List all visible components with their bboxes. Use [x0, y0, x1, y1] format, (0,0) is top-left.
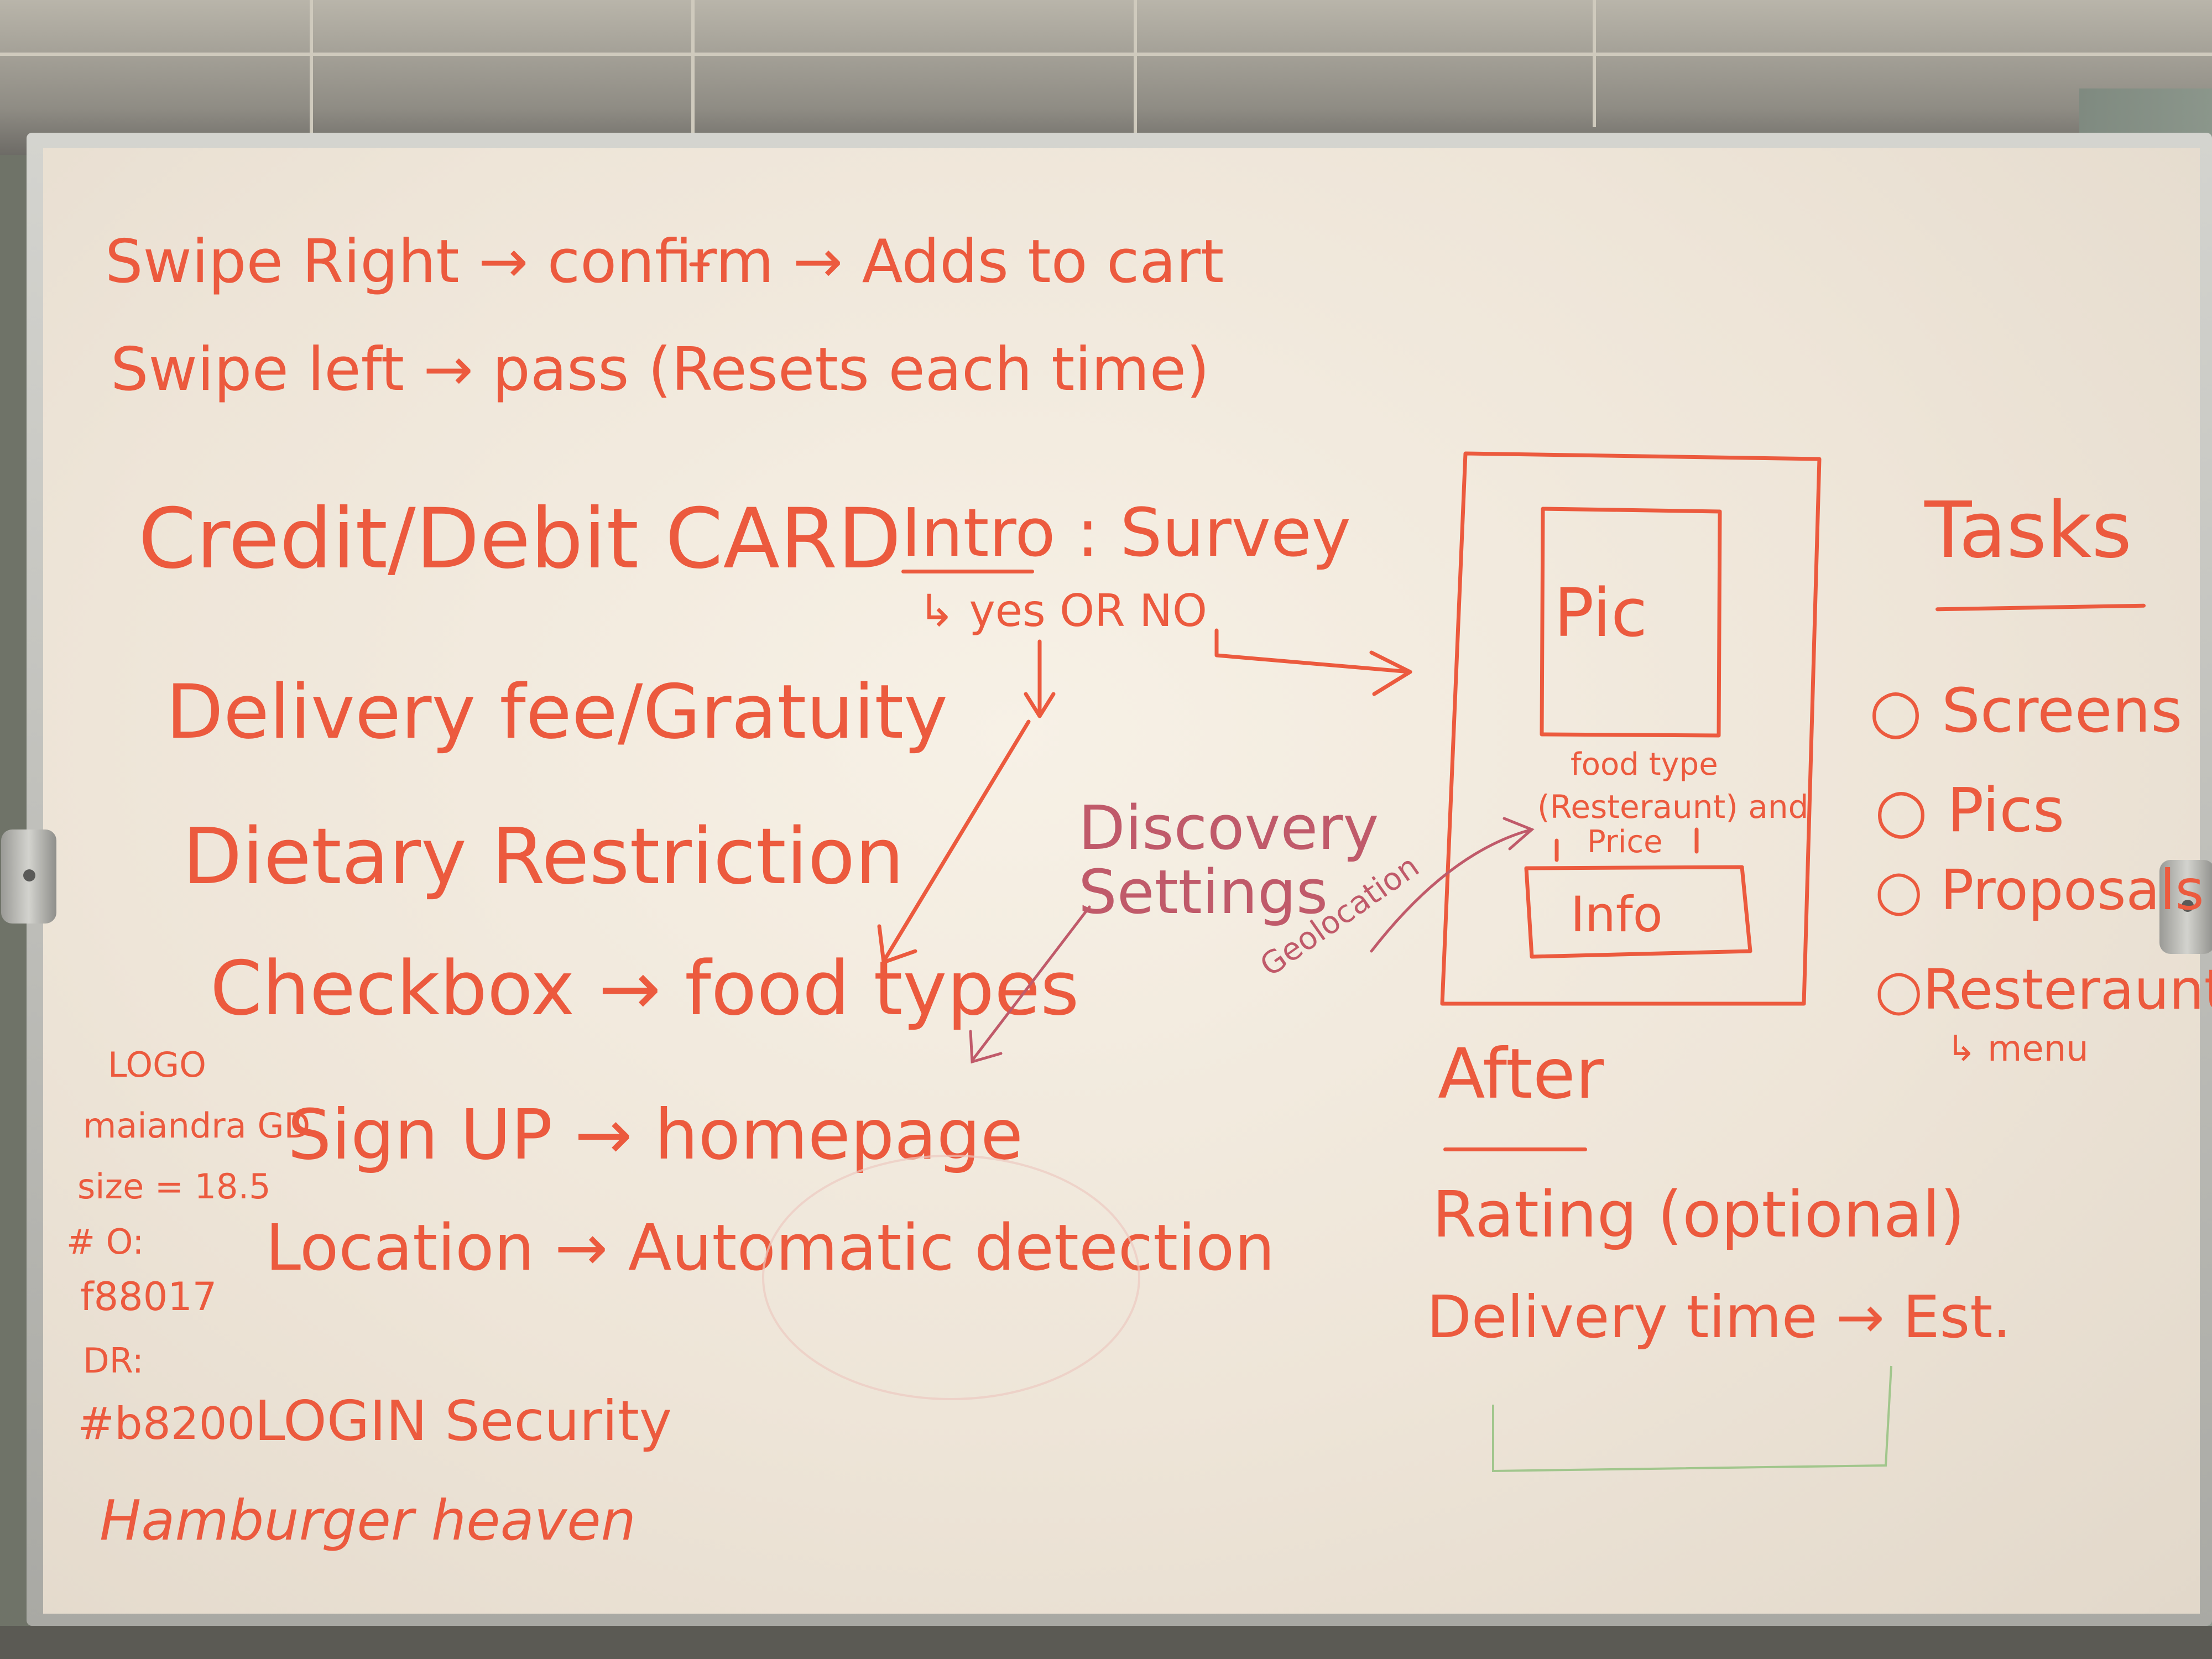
task-screens: Screens [1941, 675, 2183, 746]
location-note: Location → Automatic detection [265, 1211, 1275, 1285]
left-clamp [1, 830, 56, 924]
rating-note: Rating (optional) [1432, 1178, 1965, 1252]
delivery-fee-note: Delivery fee/Gratuity [166, 669, 948, 755]
intro-survey-note: Intro : Survey [901, 495, 1351, 572]
login-security-note: LOGIN Security [254, 1389, 672, 1453]
tasks-heading: Tasks [1924, 486, 2132, 576]
yes-or-no-note: ↳ yes OR NO [918, 585, 1207, 637]
task-item: ○ Pics [1875, 775, 2065, 846]
credit-card-note: Credit/Debit CARD [138, 491, 901, 587]
ceiling-grid-line [691, 0, 695, 133]
price-label: Price [1587, 824, 1663, 860]
right-clamp [2159, 860, 2212, 954]
ceiling-grid-line [1593, 0, 1596, 127]
primary-color-value: f88017 [80, 1274, 217, 1319]
clamp-bolt [23, 869, 35, 881]
pic-label: Pic [1554, 575, 1648, 652]
delivery-time-note: Delivery time → Est. [1427, 1284, 2011, 1351]
intro-underline [901, 570, 1034, 573]
ceiling-grid-line [1134, 0, 1137, 133]
task-restaurant: Resteraunt [1923, 957, 2212, 1022]
task-restaurant-sub: ↳ menu [1947, 1029, 2089, 1070]
task-item: ○Resteraunt [1875, 962, 2212, 1018]
restaurant-label: (Resteraunt) and [1537, 788, 1809, 826]
ceiling-grid-line [0, 53, 2212, 56]
task-proposals: Proposals [1940, 858, 2204, 922]
info-label: Info [1571, 886, 1663, 943]
ceiling-grid-line [310, 0, 313, 133]
swipe-right-note: Swipe Right → confirm → Adds to cart [105, 227, 1224, 296]
food-type-label: food type [1571, 747, 1718, 782]
after-underline [1443, 1147, 1587, 1151]
dark-color-label: DR: [83, 1340, 144, 1381]
brand-name-note: Hamburger heaven [100, 1488, 637, 1553]
signup-note: Sign UP → homepage [288, 1095, 1024, 1175]
task-pics: Pics [1947, 775, 2065, 846]
ceiling [0, 0, 2212, 155]
dark-color-value: #b8200 [77, 1398, 255, 1449]
after-heading: After [1438, 1034, 1604, 1114]
primary-color-label: # O: [66, 1222, 144, 1262]
font-name-note: maiandra GD [83, 1105, 311, 1146]
task-item: ○ Screens [1869, 675, 2183, 746]
checkbox-note: Checkbox → food types [210, 945, 1079, 1032]
swipe-left-note: Swipe left → pass (Resets each time) [111, 335, 1210, 404]
font-size-note: size = 18.5 [77, 1166, 271, 1207]
task-item: ○ Proposals [1875, 858, 2204, 922]
logo-label: LOGO [108, 1045, 206, 1085]
dietary-note: Dietary Restriction [182, 812, 904, 902]
clamp-bolt [2182, 900, 2194, 912]
discovery-settings-note: Discovery Settings [1078, 792, 1379, 927]
marker-tray [0, 1626, 2212, 1659]
